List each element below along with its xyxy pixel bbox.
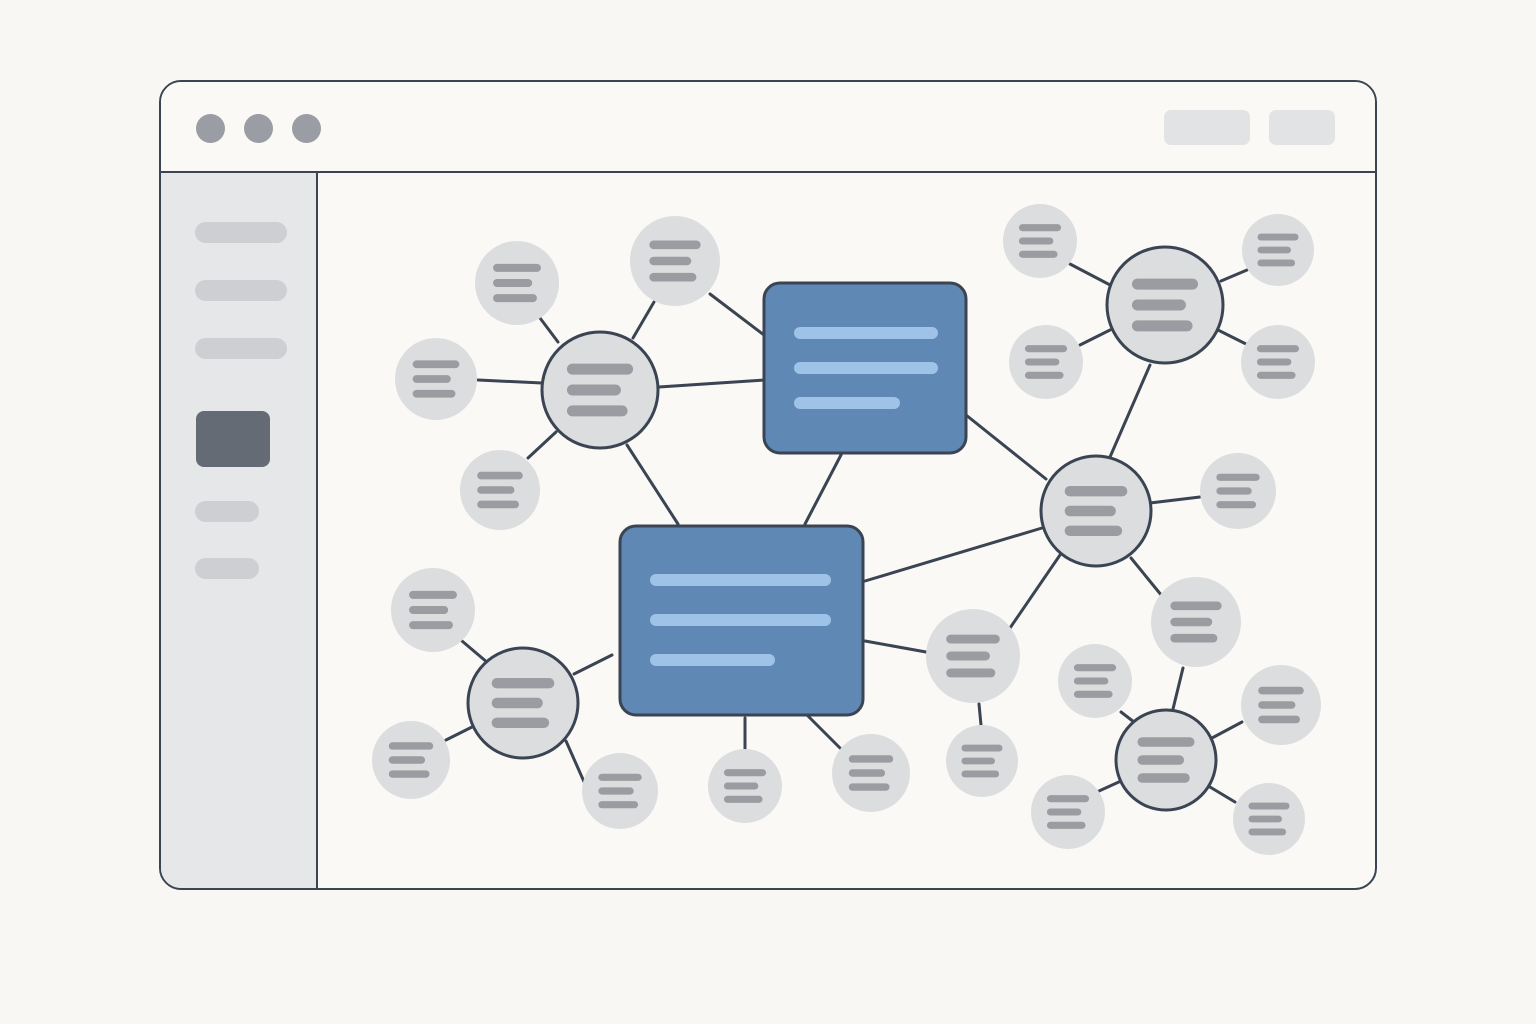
sidebar-item-6[interactable] [195, 558, 259, 579]
hub-node-5[interactable] [1114, 708, 1218, 812]
leaf-node-11[interactable] [926, 609, 1020, 703]
leaf-node-17[interactable] [391, 568, 475, 652]
graph-edge [1171, 666, 1185, 711]
graph-edge [1216, 328, 1248, 346]
hub-node-2[interactable] [1105, 245, 1225, 365]
graph-edge [460, 639, 490, 665]
leaf-node-14[interactable] [946, 725, 1018, 797]
graph-edge [1129, 556, 1164, 598]
leaf-node-2[interactable] [630, 216, 720, 306]
graph-edge [1108, 363, 1152, 459]
leaf-node-1[interactable] [475, 241, 559, 325]
primary-node-2[interactable] [618, 524, 865, 717]
graph-edge [803, 451, 844, 526]
sidebar-item-3[interactable] [195, 338, 287, 359]
graph-edge [526, 430, 558, 460]
graph-edge [572, 653, 614, 676]
graph-edges [444, 262, 1249, 804]
hub-node-1[interactable] [540, 330, 660, 450]
graph-edge [1210, 720, 1244, 740]
sidebar [161, 173, 318, 888]
graph-edge [708, 292, 766, 337]
leaf-node-9[interactable] [1200, 453, 1276, 529]
primary-node-1[interactable] [762, 281, 968, 455]
graph-edge [444, 725, 474, 742]
hub-node-4[interactable] [466, 646, 580, 760]
leaf-node-8[interactable] [1241, 325, 1315, 399]
graph-edge [863, 639, 928, 654]
graph-edge [631, 300, 656, 340]
graph-edge [1078, 328, 1112, 347]
leaf-node-16[interactable] [1233, 783, 1305, 855]
leaf-node-4[interactable] [460, 450, 540, 530]
sidebar-item-1[interactable] [195, 222, 287, 243]
leaf-node-3[interactable] [395, 338, 477, 420]
leaf-node-7[interactable] [1009, 325, 1083, 399]
graph-edge [977, 702, 983, 727]
hub-node-3[interactable] [1039, 454, 1153, 568]
window-minimize-dot[interactable] [244, 114, 273, 143]
sidebar-item-5[interactable] [195, 501, 259, 522]
sidebar-item-2[interactable] [195, 280, 287, 301]
graph-edge [538, 316, 560, 344]
toolbar-button-2[interactable] [1269, 110, 1335, 145]
leaf-node-19[interactable] [582, 753, 658, 829]
leaf-node-13[interactable] [1241, 665, 1321, 745]
graph-nodes [372, 204, 1321, 855]
graph-edge [1219, 268, 1249, 283]
leaf-node-21[interactable] [832, 734, 910, 812]
graph-edge [806, 714, 842, 750]
leaf-node-12[interactable] [1058, 644, 1132, 718]
graph-edge [1097, 779, 1123, 793]
leaf-node-15[interactable] [1031, 775, 1105, 849]
window-maximize-dot[interactable] [292, 114, 321, 143]
graph-edge [1068, 262, 1114, 288]
graph-edge [657, 378, 766, 389]
graph-edge [1208, 785, 1237, 804]
toolbar-button-1[interactable] [1164, 110, 1250, 145]
graph-edge [1119, 710, 1136, 724]
graph-edge [1148, 495, 1202, 505]
leaf-node-20[interactable] [708, 749, 782, 823]
graph-edge [476, 378, 544, 385]
sidebar-item-active[interactable] [196, 411, 270, 467]
leaf-node-18[interactable] [372, 721, 450, 799]
window-close-dot[interactable] [196, 114, 225, 143]
graph-edge [1008, 553, 1062, 630]
app-window [159, 80, 1377, 890]
graph-edge [625, 443, 680, 526]
title-bar [161, 82, 1375, 173]
leaf-node-5[interactable] [1003, 204, 1077, 278]
leaf-node-10[interactable] [1151, 577, 1241, 667]
leaf-node-6[interactable] [1242, 214, 1314, 286]
graph-edge [863, 526, 1044, 583]
graph-edge [964, 413, 1048, 481]
